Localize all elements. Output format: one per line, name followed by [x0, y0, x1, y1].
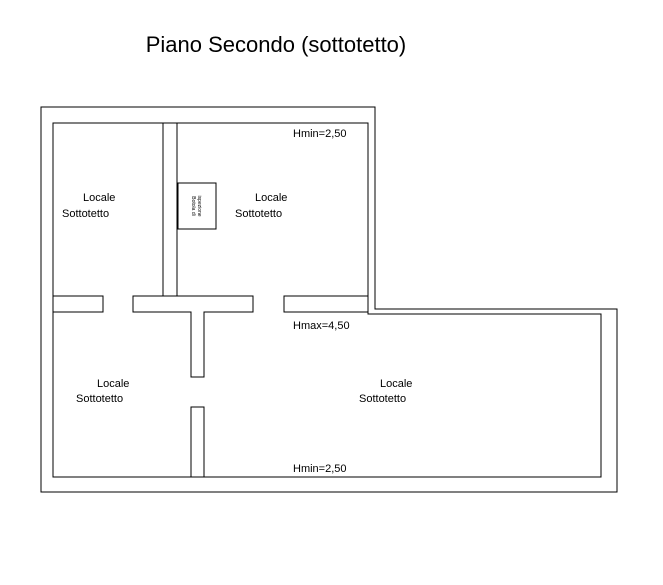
hatch-label-line2: ispezione: [196, 195, 202, 216]
room-label-top-left-line1: Locale: [83, 192, 115, 204]
room-label-bottom-right-line1: Locale: [380, 378, 412, 390]
partition-top-left: [162, 123, 178, 297]
height-label-bottom: Hmin=2,50: [293, 463, 347, 475]
room-label-top-left-line2: Sottotetto: [62, 208, 109, 220]
partition-mid-left: [52, 295, 104, 313]
room-label-bottom-left-line2: Sottotetto: [76, 393, 123, 405]
room-label-bottom-right-line2: Sottotetto: [359, 393, 406, 405]
partition-mid-center: [132, 295, 254, 378]
partition-mid-right: [283, 295, 369, 313]
inner-wall: [52, 122, 602, 478]
inspection-hatch: [177, 182, 217, 230]
outer-wall: [40, 106, 618, 493]
plan-title: Piano Secondo (sottotetto): [145, 32, 407, 57]
height-label-middle: Hmax=4,50: [293, 320, 350, 332]
room-label-bottom-left-line1: Locale: [97, 378, 129, 390]
room-label-top-right-line2: Sottotetto: [235, 208, 282, 220]
height-label-top: Hmin=2,50: [293, 128, 347, 140]
hatch-label-line1: Botola di: [190, 196, 196, 215]
room-label-top-right-line1: Locale: [255, 192, 287, 204]
partition-bottom: [190, 406, 205, 477]
